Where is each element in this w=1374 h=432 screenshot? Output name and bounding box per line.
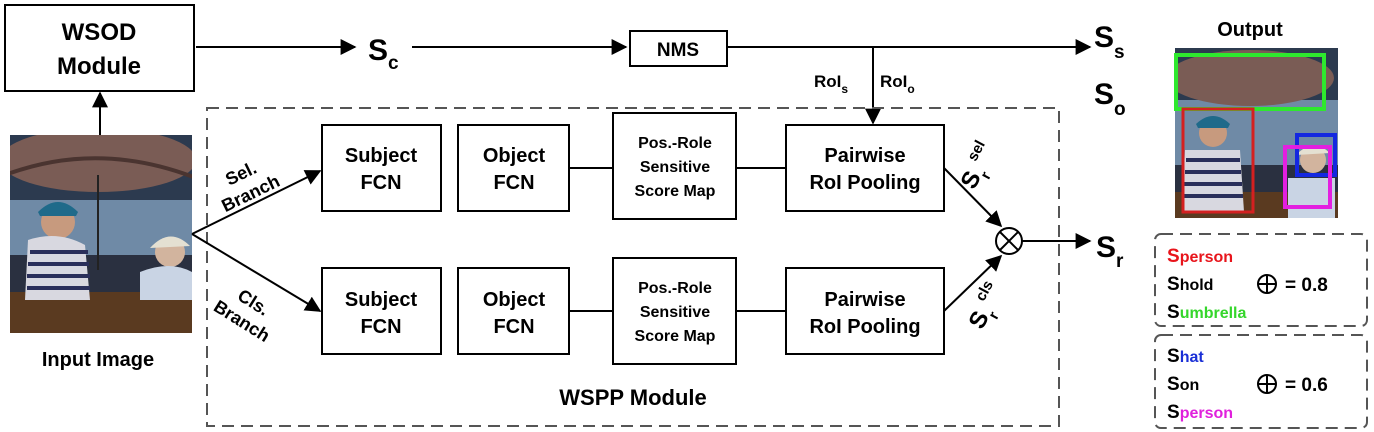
ex2-row1: Shat (1167, 346, 1204, 367)
ex2-row2: Son (1167, 374, 1199, 395)
wsod-line2: Module (57, 53, 141, 80)
ex1-result: = 0.8 (1285, 275, 1328, 296)
ss-label: Ss (1094, 21, 1125, 63)
sc-label: Sc (368, 34, 399, 74)
score-map-bottom-line1: Pos.-Role (638, 280, 712, 297)
oplus-icon-2 (1257, 374, 1277, 394)
nms-label: NMS (657, 40, 699, 61)
subject-fcn-bottom-line2: FCN (360, 316, 401, 338)
nms-box (629, 30, 728, 67)
wsod-module-box (4, 4, 195, 92)
pairwise-bottom-box (785, 267, 945, 355)
input-image (10, 135, 192, 333)
pairwise-top-box (785, 124, 945, 212)
pairwise-top-line1: Pairwise (824, 145, 905, 167)
object-fcn-bottom-line1: Object (483, 289, 546, 311)
subject-fcn-top-box (321, 124, 442, 212)
roi-s-label: RoIs (814, 72, 848, 96)
sr-sel-label: Srsel (952, 138, 1007, 197)
ex1-row3: Sumbrella (1167, 302, 1246, 323)
wsod-line1: WSOD (62, 19, 137, 46)
person-bbox (1181, 107, 1255, 214)
sel-branch-label: Sel. Branch (218, 158, 283, 216)
score-map-top-box (612, 112, 737, 220)
oplus-icon-1 (1257, 274, 1277, 294)
elementwise-product-icon (995, 227, 1023, 255)
cls-branch-arrow (191, 233, 322, 312)
score-map-top-line1: Pos.-Role (638, 135, 712, 152)
pairwise-bottom-line2: RoI Pooling (809, 316, 920, 338)
output-label: Output (1217, 19, 1283, 41)
wspp-module-box (206, 107, 1060, 427)
person2-bbox (1283, 145, 1332, 209)
example-box-2 (1154, 334, 1368, 429)
wspp-label: WSPP Module (559, 385, 707, 410)
score-map-bottom-line3: Score Map (635, 328, 716, 345)
sr-label: Sr (1096, 231, 1124, 272)
ex1-row1: Sperson (1167, 246, 1233, 267)
pairwise-top-line2: RoI Pooling (809, 172, 920, 194)
hat-bbox (1295, 133, 1337, 177)
object-fcn-top-box (457, 124, 570, 212)
roi-o-label: RoIo (880, 72, 915, 96)
example-box-1 (1154, 233, 1368, 327)
subject-fcn-bottom-line1: Subject (345, 289, 418, 311)
score-map-top-line2: Sensitive (640, 159, 710, 176)
object-fcn-bottom-box (457, 267, 570, 355)
output-image (1174, 48, 1338, 218)
object-fcn-top-line1: Object (483, 145, 546, 167)
pairwise-bottom-line1: Pairwise (824, 289, 905, 311)
ex2-result: = 0.6 (1285, 375, 1328, 396)
subject-fcn-top-line1: Subject (345, 145, 418, 167)
subject-fcn-top-line2: FCN (360, 172, 401, 194)
ex1-row2: Shold (1167, 274, 1213, 295)
score-map-top-line3: Score Map (635, 183, 716, 200)
pairwise-bottom-to-combine-arrow (943, 254, 1003, 312)
input-image-label: Input Image (42, 349, 154, 371)
score-map-bottom-box (612, 257, 737, 365)
svg-text:Srsel: Srsel (952, 138, 1007, 197)
pairwise-top-to-combine-arrow (943, 167, 1003, 228)
cls-branch-label: Cls. Branch (210, 285, 273, 346)
object-fcn-top-line2: FCN (493, 172, 534, 194)
sel-branch-arrow (191, 170, 322, 235)
ex2-row3: Sperson (1167, 402, 1233, 423)
so-label: So (1094, 78, 1126, 120)
score-map-bottom-line2: Sensitive (640, 304, 710, 321)
subject-fcn-bottom-box (321, 267, 442, 355)
object-fcn-bottom-line2: FCN (493, 316, 534, 338)
